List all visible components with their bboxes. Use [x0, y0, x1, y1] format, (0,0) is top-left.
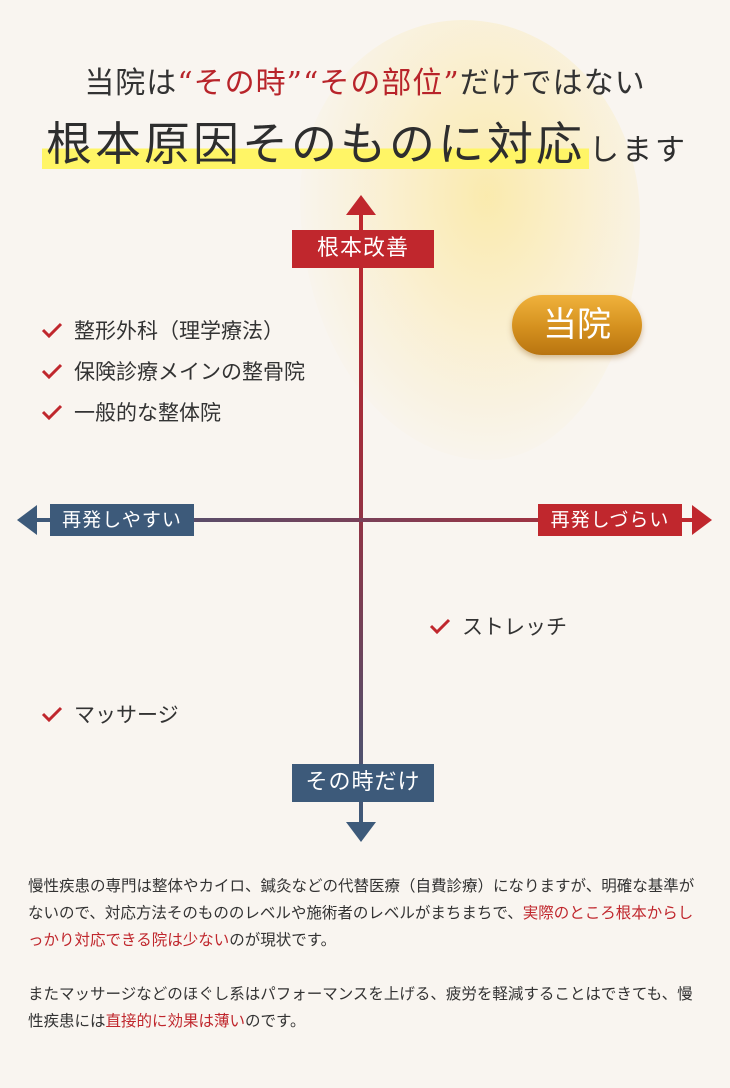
list-item: 整形外科（理学療法） [40, 315, 284, 345]
axis-label-top: 根本改善 [292, 230, 434, 268]
horizontal-axis-line [32, 518, 698, 522]
check-icon [41, 404, 63, 421]
item-label: マッサージ [74, 703, 179, 727]
heading-line2-small: します [589, 133, 688, 168]
description-paragraph-1: 慢性疾患の専門は整体やカイロ、鍼灸などの代替医療（自費診療）になりますが、明確な… [28, 873, 708, 954]
clinic-badge: 当院 [512, 295, 642, 355]
desc2-red: 直接的に効果は薄い [105, 1012, 246, 1030]
axis-label-bottom: その時だけ [292, 764, 434, 802]
heading-line1-red2: “その部位” [303, 66, 460, 101]
heading-line1-red1: “その時” [177, 66, 303, 101]
check-icon [41, 706, 63, 723]
heading-highlight: 根本原因そのものに対応 [42, 117, 589, 171]
desc2-pre: またマッサージなどのほぐし系はパフォーマンスを上げる、疲労を軽減することはできて… [28, 985, 693, 1030]
list-item: マッサージ [40, 699, 179, 729]
check-icon [41, 363, 63, 380]
item-label: 整形外科（理学療法） [74, 319, 284, 343]
list-item: 保険診療メインの整骨院 [40, 356, 305, 386]
arrow-up-icon [346, 195, 376, 215]
desc1-post: のが現状です。 [229, 931, 337, 949]
heading-line1-pre: 当院は [84, 66, 178, 101]
desc1-pre: 慢性疾患の専門は整体やカイロ、鍼灸などの代替医療（自費診療）になりますが、明確な… [28, 877, 695, 922]
heading-line2: 根本原因そのものに対応します [0, 108, 730, 174]
item-label: 一般的な整体院 [74, 401, 221, 425]
item-label: ストレッチ [462, 615, 567, 639]
desc2-post: のです。 [245, 1012, 306, 1030]
list-item: 一般的な整体院 [40, 397, 221, 427]
check-icon [41, 322, 63, 339]
arrow-right-icon [692, 505, 712, 535]
arrow-down-icon [346, 822, 376, 842]
axis-label-left: 再発しやすい [50, 504, 194, 536]
arrow-left-icon [17, 505, 37, 535]
heading-line1: 当院は“その時”“その部位”だけではない [0, 58, 730, 102]
axis-label-right: 再発しづらい [538, 504, 682, 536]
item-label: 保険診療メインの整骨院 [74, 360, 305, 384]
list-item: ストレッチ [428, 611, 567, 641]
description-paragraph-2: またマッサージなどのほぐし系はパフォーマンスを上げる、疲労を軽減することはできて… [28, 981, 708, 1035]
desc1-red: 実際のところ根本からしっかり対応できる院は少ない [28, 904, 694, 949]
heading-line1-post: だけではない [459, 66, 646, 101]
check-icon [429, 618, 451, 635]
